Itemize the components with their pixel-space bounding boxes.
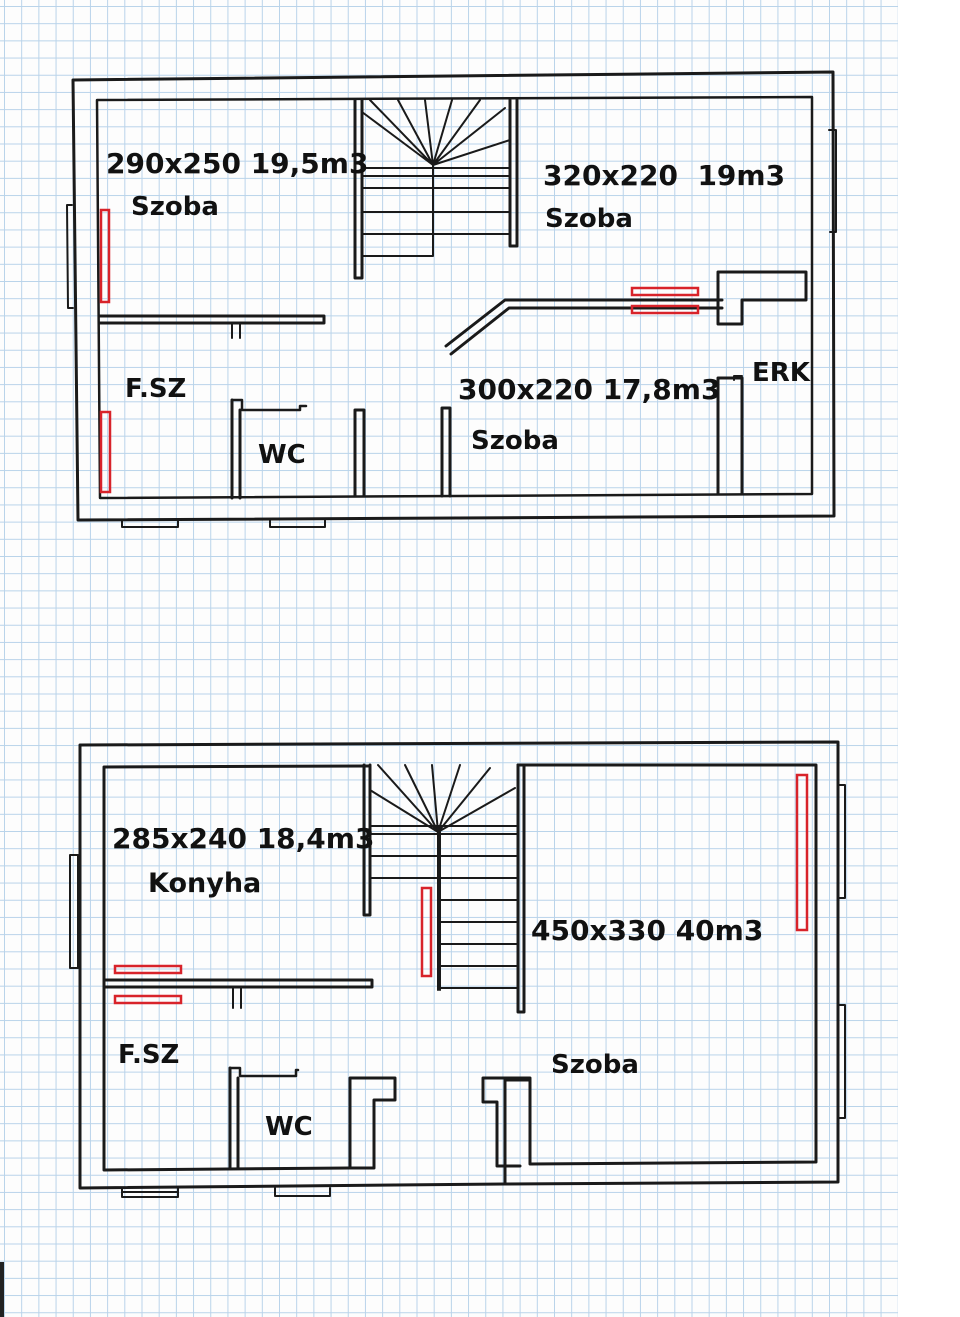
upper-staircase: [353, 98, 519, 280]
radiator-upper-nw: [99, 208, 111, 304]
scan-artifact: [0, 1262, 4, 1317]
radiator-ground-2: [113, 994, 183, 1005]
upper-floor-walls: [66, 70, 837, 528]
upper-hallway-label: F.SZ: [125, 374, 187, 404]
radiator-ground-1: [113, 964, 183, 975]
radiator-ground-stair: [420, 886, 433, 978]
ground-room-east-dims: 450x330 40m3: [531, 914, 764, 947]
radiator-upper-ne-1: [630, 286, 700, 297]
upper-wc-label: WC: [258, 440, 306, 470]
upper-room-nw-name: Szoba: [131, 192, 219, 222]
radiator-group: [99, 208, 809, 1005]
paper-edge: [898, 0, 960, 1317]
upper-room-ne-dims: 320x220 19m3: [543, 159, 786, 192]
radiator-upper-ne-2: [630, 304, 700, 315]
ground-staircase: [362, 763, 526, 1014]
ground-wc-label: WC: [265, 1112, 313, 1142]
ground-kitchen-name: Konyha: [148, 868, 262, 899]
ground-room-east-name: Szoba: [551, 1050, 639, 1080]
upper-balcony-label: ERK: [752, 358, 810, 388]
ground-kitchen-dims: 285x240 18,4m3: [112, 822, 375, 855]
upper-room-se-dims: 300x220 17,8m3: [458, 373, 721, 406]
upper-room-ne-name: Szoba: [545, 204, 633, 234]
radiator-upper-hall: [99, 410, 112, 494]
upper-room-se-name: Szoba: [471, 426, 559, 456]
ground-hallway-label: F.SZ: [118, 1040, 180, 1070]
upper-room-nw-dims: 290x250 19,5m3: [106, 147, 369, 180]
radiator-ground-east: [795, 773, 809, 932]
ground-floor-walls: [69, 740, 846, 1198]
